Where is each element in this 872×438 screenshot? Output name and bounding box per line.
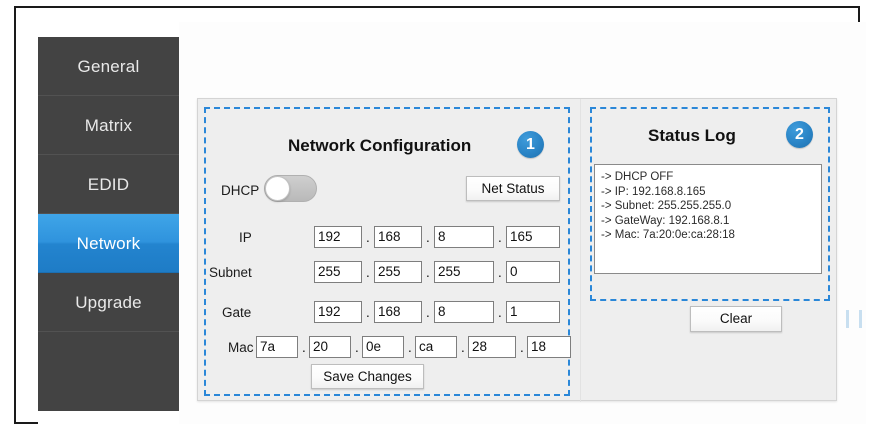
gate-label: Gate: [222, 305, 252, 320]
log-line: -> DHCP OFF: [601, 171, 674, 183]
settings-group-panel: Network Configuration 1 DHCP Net Status …: [197, 98, 837, 402]
log-line: -> Subnet: 255.255.255.0: [601, 200, 732, 212]
mac-dot-3: .: [408, 340, 412, 355]
sidebar-item-edid[interactable]: EDID: [38, 155, 179, 214]
sidebar-item-network[interactable]: Network: [38, 214, 179, 273]
window-frame: General Matrix EDID Network Upgrade: [14, 6, 866, 424]
panel-divider: [580, 99, 581, 402]
clear-log-button[interactable]: Clear: [690, 306, 782, 332]
subnet-dot-2: .: [426, 265, 430, 280]
network-configuration-title: Network Configuration: [288, 136, 472, 155]
save-changes-button[interactable]: Save Changes: [311, 364, 424, 389]
sidebar-item-general[interactable]: General: [38, 37, 179, 96]
scroll-mark-right: [859, 310, 862, 328]
mac-octet-5[interactable]: 28: [468, 336, 516, 358]
gate-octet-3[interactable]: 8: [434, 301, 494, 323]
ip-label: IP: [239, 230, 252, 245]
ip-octet-3[interactable]: 8: [434, 226, 494, 248]
sidebar-item-matrix[interactable]: Matrix: [38, 96, 179, 155]
subnet-octet-3[interactable]: 255: [434, 261, 494, 283]
subnet-octet-4[interactable]: 0: [506, 261, 560, 283]
mac-octet-2[interactable]: 20: [309, 336, 351, 358]
sidebar-item-label: Network: [76, 234, 141, 253]
status-log-textbox[interactable]: -> DHCP OFF -> IP: 192.168.8.165 -> Subn…: [594, 164, 822, 274]
dhcp-toggle[interactable]: [264, 175, 317, 202]
mac-dot-2: .: [355, 340, 359, 355]
log-line: -> Mac: 7a:20:0e:ca:28:18: [601, 229, 735, 241]
gate-dot-2: .: [426, 305, 430, 320]
sidebar-item-label: Matrix: [84, 116, 133, 135]
dhcp-label: DHCP: [221, 183, 260, 198]
gate-dot-1: .: [366, 305, 370, 320]
mac-octet-1[interactable]: 7a: [256, 336, 298, 358]
sidebar-nav: General Matrix EDID Network Upgrade: [38, 37, 179, 411]
subnet-dot-3: .: [498, 265, 502, 280]
mac-dot-4: .: [461, 340, 465, 355]
application-canvas: General Matrix EDID Network Upgrade: [38, 22, 866, 424]
ip-octet-1[interactable]: 192: [314, 226, 362, 248]
callout-badge-2: 2: [786, 121, 813, 148]
gate-dot-3: .: [498, 305, 502, 320]
mac-dot-5: .: [520, 340, 524, 355]
status-log-title: Status Log: [648, 126, 736, 145]
status-log-callout: [590, 107, 830, 301]
subnet-octet-2[interactable]: 255: [374, 261, 422, 283]
mac-label: Mac: [228, 340, 254, 355]
sidebar-item-label: EDID: [87, 175, 130, 194]
net-status-button[interactable]: Net Status: [466, 176, 560, 201]
log-line: -> IP: 192.168.8.165: [601, 185, 706, 198]
dhcp-toggle-knob: [265, 176, 290, 201]
subnet-dot-1: .: [366, 265, 370, 280]
subnet-label: Subnet: [209, 265, 252, 280]
ip-dot-1: .: [366, 230, 370, 245]
mac-octet-3[interactable]: 0e: [362, 336, 404, 358]
callout-badge-1: 1: [517, 131, 544, 158]
mac-dot-1: .: [302, 340, 306, 355]
log-line: -> GateWay: 192.168.8.1: [601, 214, 730, 227]
ip-octet-4[interactable]: 165: [506, 226, 560, 248]
ip-dot-3: .: [498, 230, 502, 245]
scroll-mark-left: [846, 310, 849, 328]
sidebar-item-label: Upgrade: [75, 293, 142, 312]
subnet-octet-1[interactable]: 255: [314, 261, 362, 283]
sidebar-item-upgrade[interactable]: Upgrade: [38, 273, 179, 332]
gate-octet-2[interactable]: 168: [374, 301, 422, 323]
ip-dot-2: .: [426, 230, 430, 245]
network-configuration-callout: Network Configuration 1 DHCP Net Status …: [204, 107, 571, 396]
sidebar-item-label: General: [77, 57, 140, 76]
mac-octet-6[interactable]: 18: [527, 336, 571, 358]
gate-octet-1[interactable]: 192: [314, 301, 362, 323]
ip-octet-2[interactable]: 168: [374, 226, 422, 248]
gate-octet-4[interactable]: 1: [506, 301, 560, 323]
content-area: Network Configuration 1 DHCP Net Status …: [179, 22, 866, 424]
mac-octet-4[interactable]: ca: [415, 336, 457, 358]
sidebar-filler: [38, 332, 179, 410]
